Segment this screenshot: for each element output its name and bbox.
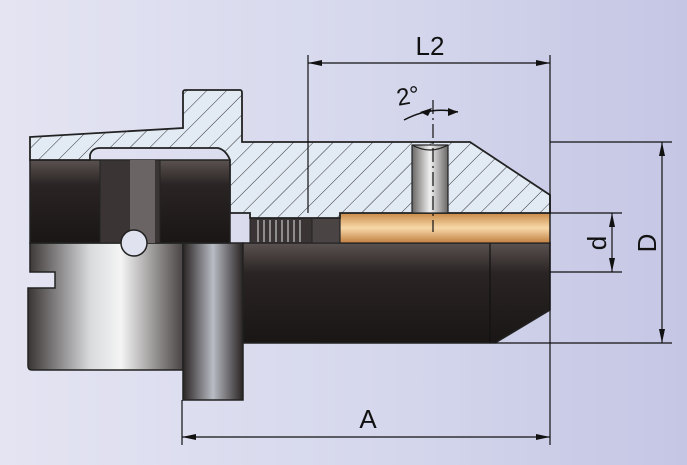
label-angle: 2°: [394, 81, 421, 112]
clamp-screw: [411, 144, 449, 214]
label-L2: L2: [416, 31, 445, 61]
flange: [182, 242, 244, 401]
tool-bore: [339, 212, 551, 244]
label-d: d: [582, 236, 612, 250]
label-D: D: [632, 234, 662, 253]
taper-shank: [27, 242, 184, 371]
dimensions: [181, 55, 672, 445]
orientation-hole: [120, 229, 148, 257]
thread: [249, 217, 313, 244]
lower-half-view: [27, 242, 551, 401]
cylindrical-body: [242, 242, 551, 344]
label-A: A: [359, 404, 377, 434]
upper-half-section: [29, 89, 551, 257]
